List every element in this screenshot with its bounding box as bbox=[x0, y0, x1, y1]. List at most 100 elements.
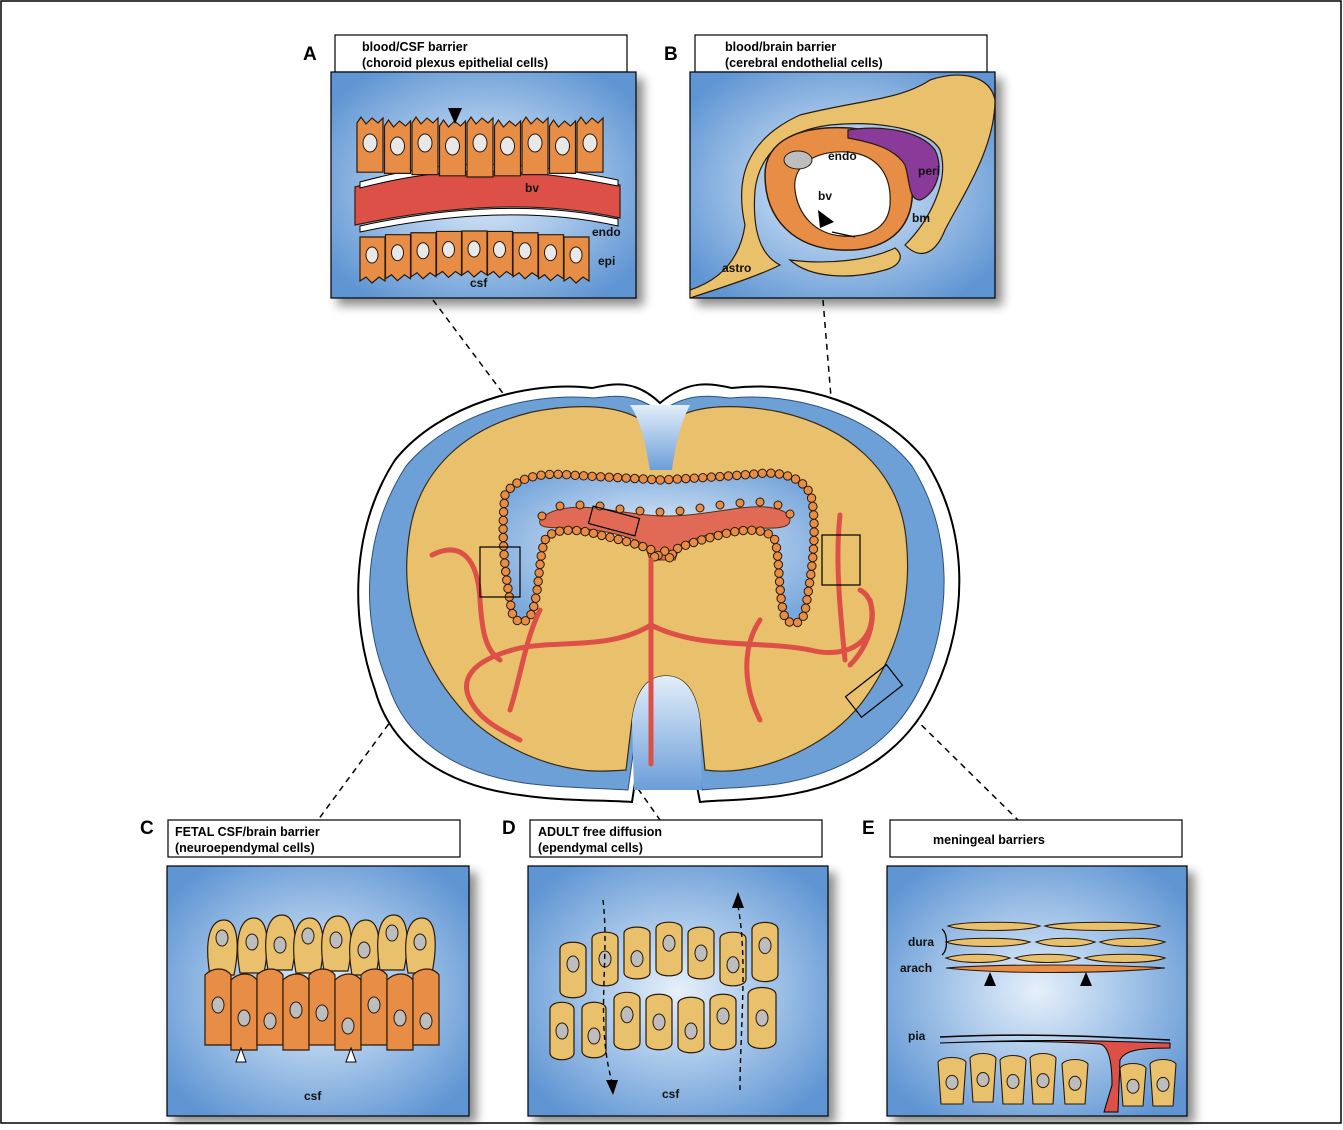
cell-nucleus bbox=[394, 1010, 406, 1026]
panel-b-label-astro: astro bbox=[722, 261, 751, 275]
ependymal-bead bbox=[764, 530, 772, 538]
dural-fibroblast bbox=[1045, 922, 1160, 930]
ependymal-bead bbox=[532, 594, 540, 602]
ependymal-bead bbox=[499, 508, 507, 516]
cell-nucleus bbox=[468, 241, 480, 257]
ependymal-bead bbox=[724, 472, 732, 480]
choroid-bead bbox=[676, 507, 684, 515]
ependymal-bead bbox=[499, 533, 507, 541]
cell-nucleus bbox=[1007, 1075, 1019, 1089]
ventral-sulcus bbox=[632, 676, 702, 790]
ependymal-bead bbox=[520, 475, 528, 483]
panel-e-label-dura: dura bbox=[908, 935, 934, 949]
cell-nucleus bbox=[216, 930, 228, 946]
cell-nucleus bbox=[358, 942, 370, 958]
ependymal-bead bbox=[564, 526, 572, 534]
ependymal-bead bbox=[613, 473, 621, 481]
panel-b-label-endo: endo bbox=[828, 149, 857, 163]
ependymal-bead bbox=[807, 494, 815, 502]
cell-nucleus bbox=[386, 925, 398, 941]
ependymal-bead bbox=[571, 471, 579, 479]
panel-c-neuroependymal-cells bbox=[205, 915, 439, 1050]
panel-d: D ADULT free diffusion (ependymal cells)… bbox=[502, 818, 828, 1116]
panel-b-label-peri: peri bbox=[918, 164, 940, 178]
ependymal-bead bbox=[606, 533, 614, 541]
panel-c-title-2: (neuroependymal cells) bbox=[175, 841, 315, 855]
cell-nucleus bbox=[583, 134, 597, 152]
choroid-bead bbox=[696, 504, 704, 512]
ependymal-bead bbox=[539, 543, 547, 551]
ependymal-bead bbox=[521, 617, 529, 625]
panel-b-nucleus bbox=[784, 151, 812, 169]
panel-e-letter: E bbox=[862, 818, 875, 839]
cell-nucleus bbox=[330, 932, 342, 948]
ependymal-bead bbox=[773, 552, 781, 560]
ependymal-bead bbox=[803, 596, 811, 604]
panel-c: C FETAL CSF/brain barrier (neuroependyma… bbox=[140, 818, 469, 1116]
ependymal-bead bbox=[501, 567, 509, 575]
ependymal-bead bbox=[665, 475, 673, 483]
cell-nucleus bbox=[417, 243, 429, 259]
cell-nucleus bbox=[1037, 1074, 1049, 1088]
cell-nucleus bbox=[238, 1010, 250, 1026]
ependymal-bead bbox=[596, 473, 604, 481]
ependymal-bead bbox=[572, 526, 580, 534]
ependymal-bead bbox=[499, 516, 507, 524]
ependymal-bead bbox=[777, 594, 785, 602]
ependymal-bead bbox=[656, 476, 664, 484]
dural-fibroblast bbox=[948, 922, 1040, 930]
cell-nucleus bbox=[1157, 1077, 1169, 1091]
ependymal-bead bbox=[748, 526, 756, 534]
ependymal-bead bbox=[750, 470, 758, 478]
cell-nucleus bbox=[1127, 1079, 1139, 1093]
ependymal-bead bbox=[775, 569, 783, 577]
cell-nucleus bbox=[1069, 1076, 1081, 1090]
cell-nucleus bbox=[556, 1023, 568, 1039]
panel-d-letter: D bbox=[502, 818, 516, 839]
ependymal-bead bbox=[716, 472, 724, 480]
ependymal-bead bbox=[631, 474, 639, 482]
ependymal-bead bbox=[758, 469, 766, 477]
ependymal-bead bbox=[555, 527, 563, 535]
ependymal-bead bbox=[804, 486, 812, 494]
cell-nucleus bbox=[414, 934, 426, 950]
neuroepithelial-cell bbox=[208, 920, 238, 975]
dural-fibroblast bbox=[1085, 954, 1165, 962]
neuroepithelial-cell bbox=[335, 974, 361, 1050]
cell-nucleus bbox=[653, 1014, 665, 1030]
ependymal-bead bbox=[501, 559, 509, 567]
ependymal-bead bbox=[500, 499, 508, 507]
choroid-bead bbox=[538, 512, 546, 520]
ependymal-bead bbox=[500, 550, 508, 558]
ependymal-bead bbox=[808, 562, 816, 570]
ependymal-bead bbox=[778, 603, 786, 611]
ependymal-bead bbox=[805, 579, 813, 587]
cell-nucleus bbox=[501, 137, 515, 155]
ependymal-bead bbox=[579, 472, 587, 480]
cell-nucleus bbox=[528, 134, 542, 152]
ependymal-bead bbox=[809, 545, 817, 553]
panel-c-label-csf: csf bbox=[304, 1089, 322, 1103]
ependymal-bead bbox=[581, 527, 589, 535]
panel-b-letter: B bbox=[664, 44, 678, 65]
ependymal-bead bbox=[809, 502, 817, 510]
cell-nucleus bbox=[977, 1073, 989, 1087]
ependymal-bead bbox=[699, 473, 707, 481]
panel-a-label-bv: bv bbox=[525, 181, 539, 195]
cell-nucleus bbox=[759, 938, 771, 954]
cell-nucleus bbox=[756, 1010, 768, 1026]
cell-nucleus bbox=[446, 137, 460, 155]
cell-nucleus bbox=[420, 1013, 432, 1029]
panel-b-title-1: blood/brain barrier bbox=[725, 40, 836, 54]
cell-nucleus bbox=[363, 134, 377, 152]
cell-nucleus bbox=[631, 951, 643, 967]
ependymal-bead bbox=[783, 472, 791, 480]
panel-a-label-epi: epi bbox=[598, 254, 615, 268]
cell-nucleus bbox=[621, 1007, 633, 1023]
ependymal-bead bbox=[731, 527, 739, 535]
ependymal-bead bbox=[780, 611, 788, 619]
cell-nucleus bbox=[342, 1018, 354, 1034]
ependymal-bead bbox=[807, 570, 815, 578]
ependymal-bead bbox=[647, 545, 655, 553]
